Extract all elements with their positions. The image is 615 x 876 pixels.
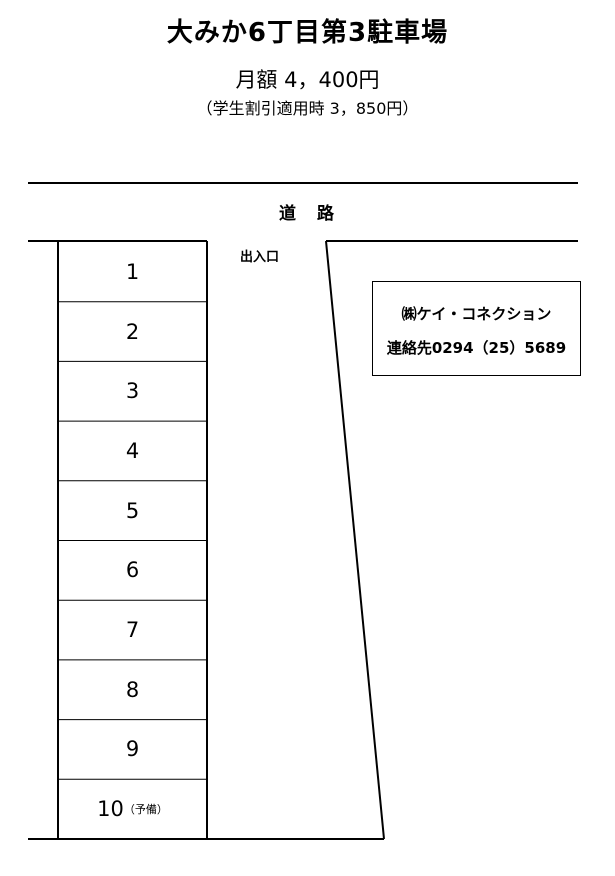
parking-space-7: 7 [58, 600, 207, 660]
lot-title: 大みか6丁目第3駐車場 [166, 18, 449, 48]
space-number: 6 [125, 558, 140, 583]
space-note: （予備） [123, 803, 168, 817]
monthly-price: 月額 4，400円 [235, 68, 380, 92]
contact-company: ㈱ケイ・コネクション [401, 305, 552, 323]
space-dividers [58, 301, 207, 780]
space-number: 2 [125, 319, 140, 344]
parking-space-2: 2 [58, 302, 207, 362]
parking-space-1: 1 [58, 242, 207, 302]
entrance-label: 出入口 [240, 250, 280, 265]
space-number: 4 [125, 438, 140, 463]
parking-space-8: 8 [58, 660, 207, 720]
parking-space-9: 9 [58, 720, 207, 780]
contact-phone: 連絡先0294（25）5689 [386, 339, 567, 357]
parking-space-5: 5 [58, 481, 207, 541]
parking-space-6: 6 [58, 541, 207, 601]
road-label: 道 路 [279, 204, 336, 224]
lot-right-boundary [325, 240, 385, 840]
student-discount-price: （学生割引適用時 3，850円） [196, 99, 419, 118]
contact-box: ㈱ケイ・コネクション 連絡先0294（25）5689 [372, 281, 581, 376]
space-number: 7 [125, 618, 140, 643]
space-number: 10 [97, 797, 124, 822]
space-number: 3 [125, 379, 140, 404]
space-number: 8 [125, 677, 140, 702]
space-number: 5 [125, 498, 140, 523]
space-number: 1 [125, 259, 140, 284]
parking-space-4: 4 [58, 421, 207, 481]
space-number: 9 [125, 737, 140, 762]
parking-space-10: 10（予備） [58, 779, 207, 839]
parking-spaces: 1 2 3 4 5 6 7 8 9 10（予備） [58, 242, 207, 839]
parking-space-3: 3 [58, 361, 207, 421]
